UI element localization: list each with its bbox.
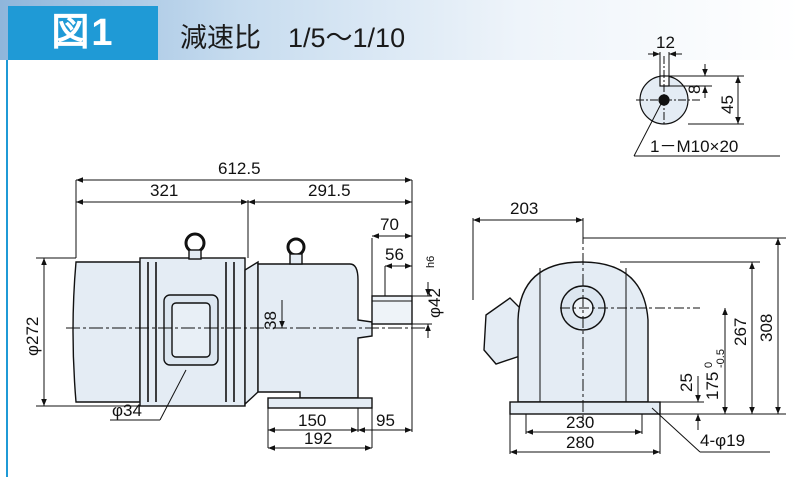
dim-tap: 1－M10×20 bbox=[650, 137, 738, 156]
dim-height-175-tol-upper: 0 bbox=[703, 362, 715, 368]
dim-38: 38 bbox=[261, 311, 280, 330]
dim-motor-length: 321 bbox=[150, 181, 178, 200]
front-base bbox=[509, 401, 661, 415]
front-terminal-box bbox=[483, 297, 521, 365]
shaft-end-detail bbox=[633, 51, 780, 157]
dim-foot-192: 192 bbox=[304, 429, 332, 448]
dim-motor-dia: φ272 bbox=[23, 317, 42, 356]
figure-badge: 図1 bbox=[8, 6, 158, 60]
dim-key-45: 45 bbox=[718, 95, 737, 114]
motor-rear-cap bbox=[72, 261, 141, 403]
dim-shaft-dia: φ42 bbox=[425, 288, 444, 318]
dim-side-203: 203 bbox=[510, 199, 538, 218]
eye-bolt-gear bbox=[286, 237, 306, 257]
dim-total-length: 612.5 bbox=[218, 159, 261, 178]
dim-conduit: φ34 bbox=[112, 401, 142, 420]
side-dimensions bbox=[36, 177, 432, 451]
sheet-left-rule bbox=[6, 60, 8, 477]
dim-holes: 4-φ19 bbox=[700, 431, 745, 450]
dim-height-175-tol-lower: -0.5 bbox=[715, 349, 727, 368]
dim-shaft-70: 70 bbox=[380, 215, 399, 234]
dim-key-8: 8 bbox=[685, 85, 704, 94]
dim-base-25: 25 bbox=[677, 373, 696, 392]
motor-fins bbox=[147, 262, 235, 402]
dim-foot-95: 95 bbox=[376, 411, 395, 430]
dim-key-12: 12 bbox=[656, 33, 675, 52]
dim-gear-length: 291.5 bbox=[308, 181, 351, 200]
dim-height-267: 267 bbox=[731, 318, 750, 346]
dim-foot-150: 150 bbox=[298, 411, 326, 430]
motor-adapter bbox=[244, 260, 259, 406]
side-view bbox=[72, 232, 413, 409]
dim-side-230: 230 bbox=[566, 413, 594, 432]
figure-label: 図1 bbox=[51, 12, 115, 54]
output-shaft bbox=[371, 295, 413, 325]
dim-shaft-56: 56 bbox=[385, 245, 404, 264]
dim-shaft-tol: h6 bbox=[425, 256, 437, 268]
dim-height-175: 175 bbox=[703, 372, 722, 400]
dim-side-280: 280 bbox=[566, 433, 594, 452]
reduction-ratio-title: 減速比 1/5～1/10 bbox=[180, 23, 406, 53]
front-dimensions bbox=[472, 217, 786, 455]
gear-foot bbox=[267, 397, 373, 409]
front-view bbox=[483, 261, 661, 415]
dim-height-308: 308 bbox=[757, 314, 776, 342]
dimension-labels: 612.5 321 291.5 70 56 φ42 h6 φ272 38 φ34… bbox=[23, 33, 776, 452]
gearbox-body bbox=[257, 263, 373, 399]
